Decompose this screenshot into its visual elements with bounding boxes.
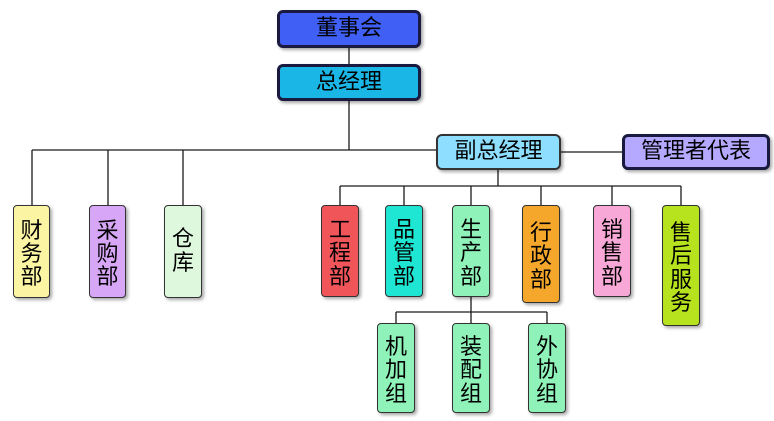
node-general-manager: 总经理 bbox=[277, 64, 421, 101]
node-machining: 机加组 bbox=[377, 323, 415, 413]
node-quality: 品管部 bbox=[385, 205, 423, 297]
node-general-manager-label: 总经理 bbox=[315, 69, 382, 95]
node-management-rep: 管理者代表 bbox=[622, 134, 770, 170]
node-after-sales: 售后服务 bbox=[662, 205, 700, 326]
node-purchasing: 采购部 bbox=[89, 205, 126, 298]
node-admin: 行政部 bbox=[522, 205, 560, 303]
node-production: 生产部 bbox=[452, 205, 490, 297]
node-purchasing-label: 采购部 bbox=[96, 218, 119, 291]
node-finance-label: 财务部 bbox=[20, 218, 43, 291]
node-finance: 财务部 bbox=[13, 205, 50, 298]
node-outsourcing-label: 外协组 bbox=[536, 335, 559, 407]
node-sales-label: 销售部 bbox=[601, 218, 624, 290]
node-outsourcing: 外协组 bbox=[528, 323, 566, 413]
node-board-label: 董事会 bbox=[315, 16, 382, 42]
node-warehouse: 仓库 bbox=[164, 205, 202, 298]
node-admin-label: 行政部 bbox=[530, 221, 553, 293]
node-quality-label: 品管部 bbox=[393, 218, 416, 290]
node-engineering-label: 工程部 bbox=[329, 218, 352, 290]
node-assembly: 装配组 bbox=[452, 323, 490, 413]
node-machining-label: 机加组 bbox=[385, 335, 408, 407]
node-sales: 销售部 bbox=[593, 205, 631, 297]
node-management-rep-label: 管理者代表 bbox=[640, 139, 751, 165]
node-warehouse-label: 仓库 bbox=[172, 227, 195, 276]
node-production-label: 生产部 bbox=[460, 218, 483, 290]
node-board: 董事会 bbox=[277, 10, 421, 48]
node-after-sales-label: 售后服务 bbox=[670, 221, 693, 316]
node-vice-general-manager-label: 副总经理 bbox=[454, 139, 543, 165]
node-vice-general-manager: 副总经理 bbox=[436, 134, 561, 170]
node-engineering: 工程部 bbox=[321, 205, 359, 297]
node-assembly-label: 装配组 bbox=[460, 335, 483, 407]
